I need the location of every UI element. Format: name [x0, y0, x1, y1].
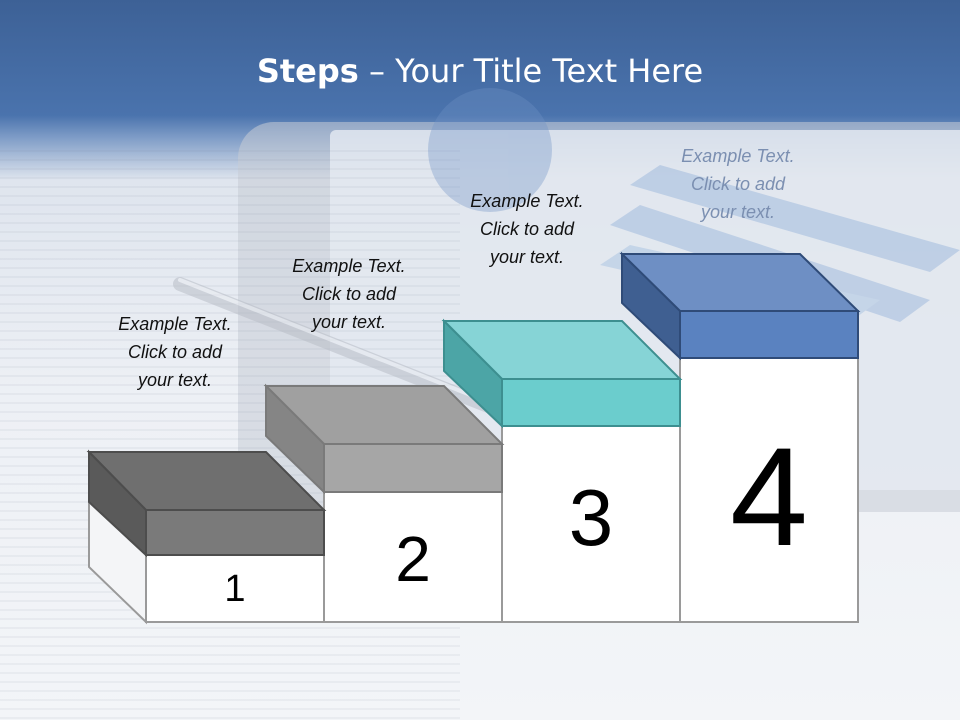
title-rest: – Your Title Text Here — [358, 52, 704, 90]
column-2 — [323, 491, 503, 623]
step-4-number: 4 — [730, 418, 808, 575]
step-3-label[interactable]: Example Text. Click to add your text. — [470, 191, 584, 267]
step-3-block[interactable] — [441, 318, 683, 429]
step-4-label[interactable]: Example Text. Click to add your text. — [681, 146, 795, 222]
slide-title[interactable]: Steps – Your Title Text Here — [0, 52, 960, 90]
step-3-number: 3 — [568, 473, 614, 562]
step-1-label[interactable]: Example Text. Click to add your text. — [118, 314, 232, 390]
step-2-label[interactable]: Example Text. Click to add your text. — [292, 256, 406, 332]
step-2-number: 2 — [395, 523, 431, 595]
step-1-block[interactable] — [86, 449, 327, 558]
tablet-pie — [428, 88, 552, 212]
step-4-block[interactable] — [619, 251, 861, 361]
tablet-bar-1 — [630, 165, 960, 272]
column-4 — [679, 357, 859, 623]
step-2-block[interactable] — [263, 383, 505, 495]
step-1-number: 1 — [224, 568, 246, 610]
title-bold: Steps — [256, 52, 359, 90]
step-columns — [88, 357, 859, 625]
